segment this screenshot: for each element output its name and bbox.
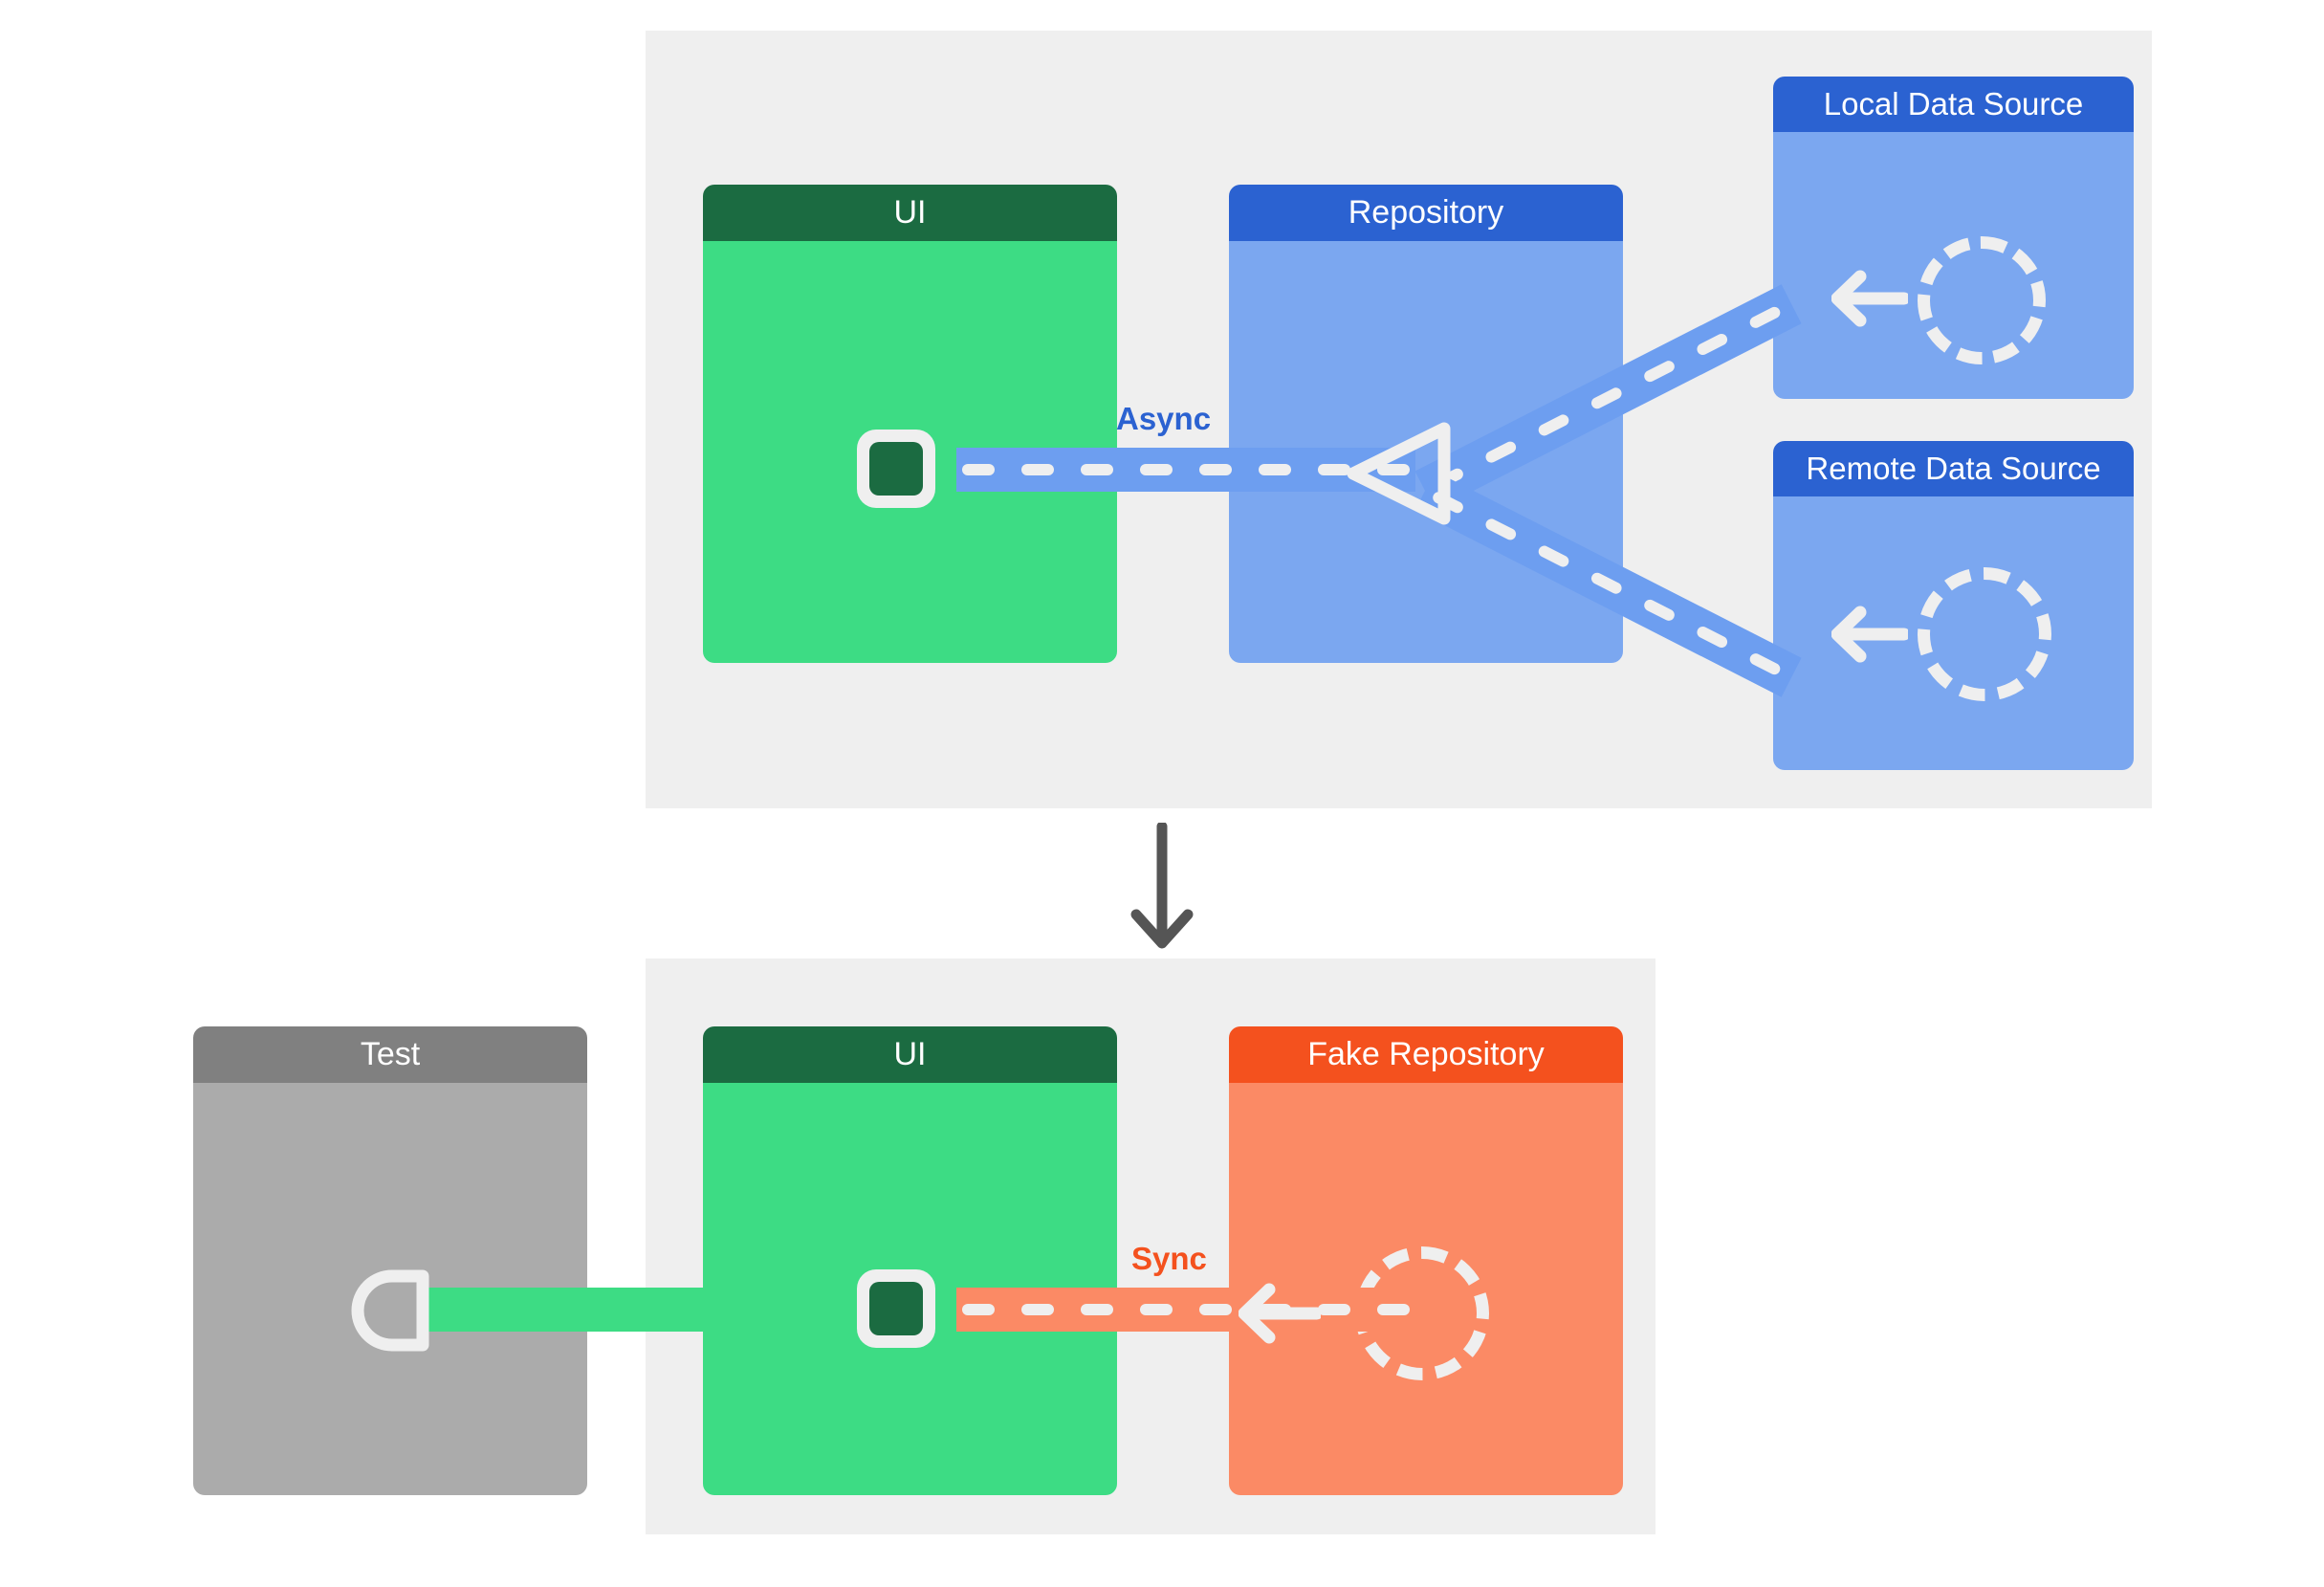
connector-tick	[1259, 464, 1291, 475]
card-title-fake-repository: Fake Repository	[1229, 1026, 1623, 1084]
card-ui-production[interactable]: UI	[703, 185, 1117, 663]
arrow-left-icon	[1831, 606, 1908, 663]
arrow-left-icon	[1831, 270, 1908, 327]
connector-async-ui-repository	[956, 448, 1415, 492]
card-title-test: Test	[193, 1026, 587, 1084]
connector-tick	[1021, 464, 1054, 475]
card-title-repository: Repository	[1229, 185, 1623, 242]
connector-dashes	[956, 1304, 1415, 1315]
connector-tick	[1021, 1304, 1054, 1315]
card-test[interactable]: Test	[193, 1026, 587, 1495]
square-port-core	[869, 442, 923, 496]
triangle-outline-icon	[1347, 422, 1451, 525]
connector-tick	[1199, 464, 1232, 475]
dashed-circle-icon	[1918, 567, 2051, 701]
socket-outline-icon	[351, 1269, 429, 1352]
connector-tick	[1081, 464, 1113, 475]
connector-test-ui	[423, 1288, 905, 1332]
dashed-circle-icon	[1918, 236, 2046, 364]
connector-tick	[1199, 1304, 1232, 1315]
card-title-ui-test: UI	[703, 1026, 1117, 1084]
connector-label-sync: Sync	[1131, 1241, 1207, 1276]
connector-sync-ui-fake-repository	[956, 1288, 1415, 1332]
connector-dots	[423, 1304, 905, 1315]
connector-dashes	[956, 464, 1415, 475]
square-port-icon	[857, 430, 935, 508]
connector-rail	[423, 1288, 905, 1332]
connector-tick	[1081, 1304, 1113, 1315]
connector-tick	[1140, 1304, 1173, 1315]
card-ui-test[interactable]: UI	[703, 1026, 1117, 1495]
down-arrow-icon	[1130, 823, 1194, 949]
connector-tick	[962, 464, 995, 475]
connector-tick	[1377, 464, 1410, 475]
connector-tick	[1318, 464, 1350, 475]
card-title-remote-data-source: Remote Data Source	[1773, 441, 2134, 496]
square-port-icon	[857, 1269, 935, 1348]
square-port-core	[869, 1282, 923, 1335]
connector-tick	[1140, 464, 1173, 475]
connector-tick	[962, 1304, 995, 1315]
connector-label-async: Async	[1116, 401, 1212, 436]
connector-tick	[1377, 1304, 1410, 1315]
connector-tick	[1318, 1304, 1350, 1315]
card-title-local-data-source: Local Data Source	[1773, 77, 2134, 132]
card-title-ui-production: UI	[703, 185, 1117, 242]
arrow-left-icon	[1239, 1283, 1321, 1344]
